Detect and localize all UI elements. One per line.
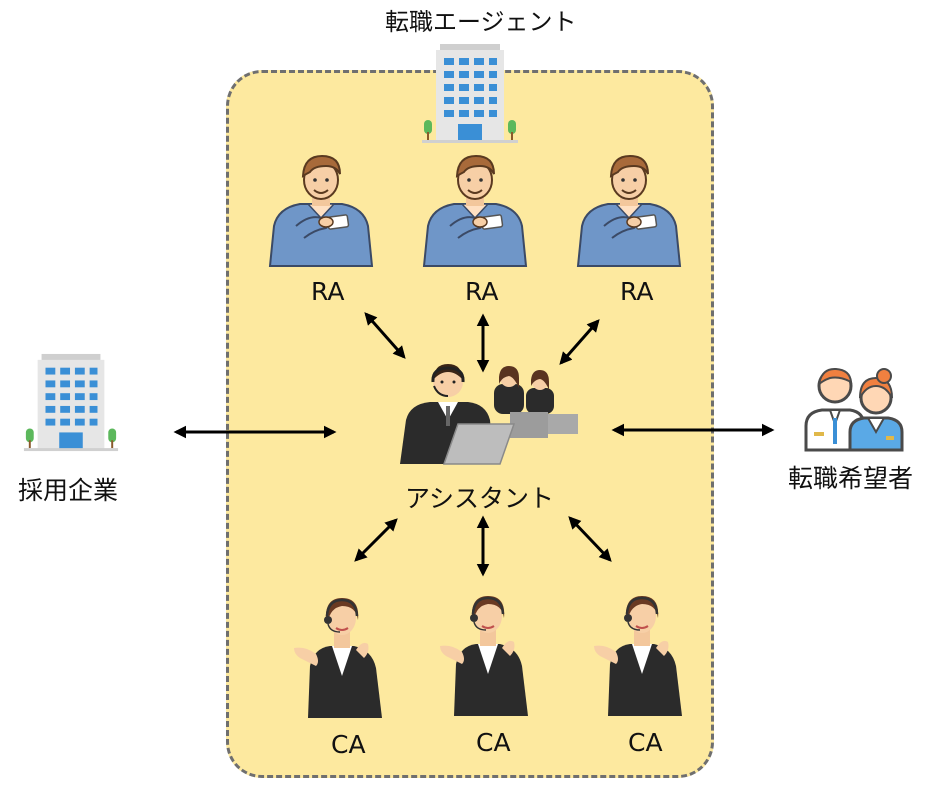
ca-label: CA bbox=[331, 730, 366, 759]
office-building-icon bbox=[23, 353, 119, 452]
ra-label: RA bbox=[620, 277, 654, 306]
advisor-woman-headset-icon bbox=[594, 596, 682, 716]
advisor-woman-headset-icon bbox=[440, 596, 528, 716]
building-windows bbox=[444, 58, 497, 142]
recruiter-man-icon bbox=[576, 154, 682, 267]
job-seekers-icon bbox=[804, 367, 904, 452]
company-label: 採用企業 bbox=[18, 476, 119, 505]
ca-label: CA bbox=[476, 728, 511, 757]
candidate-label: 転職希望者 bbox=[788, 464, 914, 493]
arrow-assistant-ca1 bbox=[354, 518, 398, 562]
advisor-woman-headset-icon bbox=[294, 598, 382, 718]
assistant-front bbox=[400, 364, 516, 465]
arrow-ra3-assistant bbox=[559, 319, 600, 365]
assistant-back-1 bbox=[494, 366, 548, 438]
ra-label: RA bbox=[311, 277, 345, 306]
assistant-label: アシスタント bbox=[405, 484, 555, 513]
office-building-icon bbox=[422, 44, 518, 143]
assistant-back-2 bbox=[526, 370, 578, 434]
ca-label: CA bbox=[628, 728, 663, 757]
call-center-team-icon bbox=[400, 364, 578, 465]
ra-label: RA bbox=[465, 277, 499, 306]
agency-title: 転職エージェント bbox=[385, 8, 577, 36]
arrow-assistant-ca3 bbox=[568, 516, 612, 562]
recruiter-man-icon bbox=[422, 154, 528, 267]
recruiter-man-icon bbox=[268, 154, 374, 267]
arrow-ra1-assistant bbox=[364, 312, 406, 359]
